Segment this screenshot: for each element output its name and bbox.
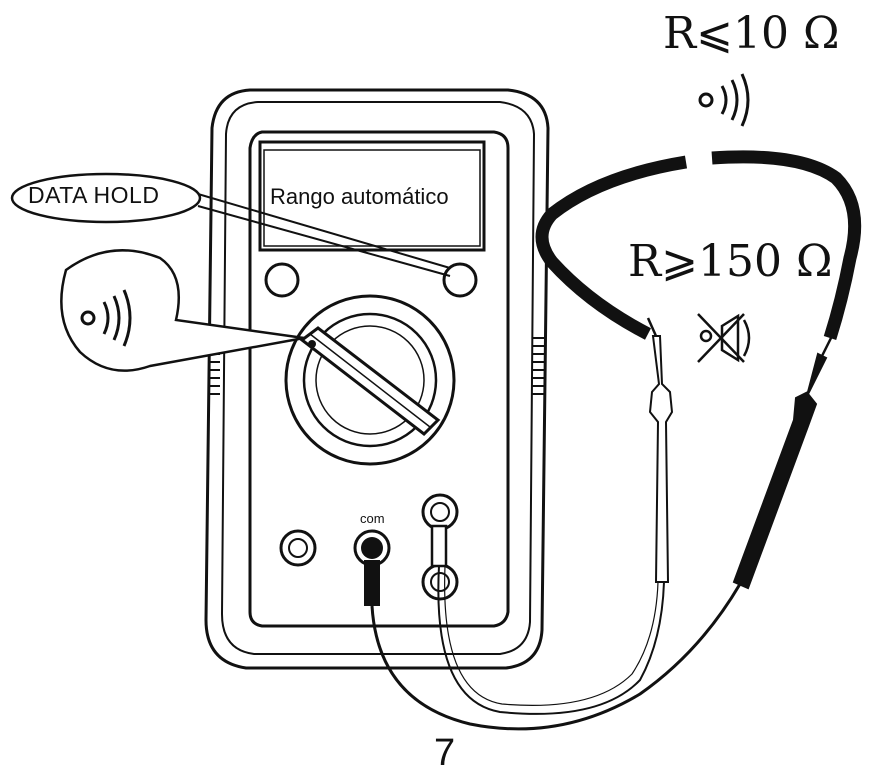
sound-wave-icon	[698, 73, 750, 127]
right-probe	[732, 352, 828, 590]
black-plug-boot	[364, 560, 380, 606]
left-probe-tip	[646, 317, 658, 337]
data-hold-leader-top	[197, 193, 451, 269]
red-plug-boot	[430, 524, 448, 568]
com-jack-plug	[361, 537, 383, 559]
black-test-lead-cable	[370, 583, 742, 731]
left-jack	[279, 529, 317, 567]
display-text: Rango automático	[270, 184, 449, 209]
ohm-jack-plug	[430, 502, 450, 522]
continuity-threshold-high-label: R⩾150 Ω	[628, 236, 833, 287]
hold-button	[442, 262, 478, 298]
com-jack-label: com	[360, 511, 385, 526]
right-jack	[421, 563, 459, 601]
muted-speaker-icon	[697, 313, 751, 363]
meter-holster-inner	[220, 101, 536, 655]
right-jack-inner	[430, 572, 450, 592]
page-number: 7	[434, 732, 456, 774]
data-hold-leader-bottom	[197, 205, 451, 277]
continuity-bubble-callout	[60, 249, 305, 372]
red-test-lead-cable-outline	[444, 565, 659, 706]
continuity-threshold-low-label: R⩽10 Ω	[663, 8, 840, 59]
sound-wave-icon	[80, 289, 132, 347]
right-probe-tip	[820, 335, 834, 357]
data-hold-label: DATA HOLD	[28, 182, 160, 208]
rotary-pointer-dot	[308, 340, 316, 348]
rotary-switch-knob-ridge	[309, 333, 431, 428]
lcd-display	[258, 140, 486, 252]
conductor-right-segment	[711, 150, 862, 340]
left-jack-inner	[288, 538, 308, 558]
right-grip-ridges	[532, 337, 546, 395]
rotary-switch-face	[315, 325, 425, 435]
data-hold-callout	[10, 172, 202, 224]
conductor-left-segment	[535, 155, 688, 340]
range-button	[264, 262, 300, 298]
ohm-jack	[421, 493, 459, 531]
rotary-switch-inner-ring	[302, 312, 438, 448]
red-test-lead-cable	[437, 565, 665, 715]
left-probe	[648, 335, 674, 583]
